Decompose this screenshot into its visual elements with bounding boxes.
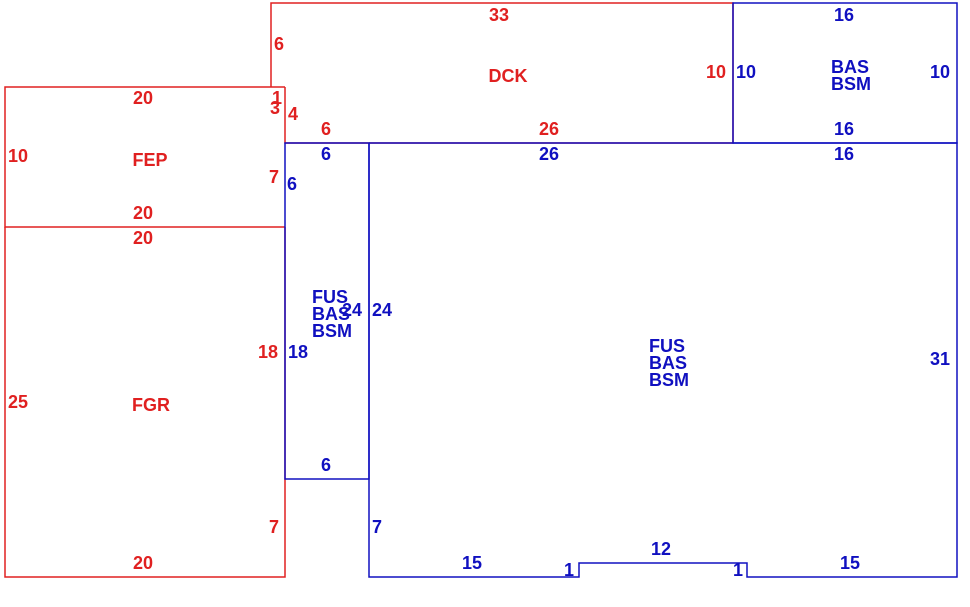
dim-fus-small-top: 6 xyxy=(321,144,331,164)
area-code-fgr: FGR xyxy=(132,395,170,415)
area-code-fep: FEP xyxy=(132,150,167,170)
area-code-fus-main-3: BSM xyxy=(649,370,689,390)
dim-bas-top: 16 xyxy=(834,5,854,25)
dim-fep-right: 7 xyxy=(269,167,279,187)
area-code-dck: DCK xyxy=(489,66,528,86)
dim-fus-small-right: 24 xyxy=(372,300,392,320)
dim-fgr-right-lower: 7 xyxy=(269,517,279,537)
dim-dck-left-upper: 6 xyxy=(274,34,284,54)
dim-main-left-lower: 7 xyxy=(372,517,382,537)
dim-dck-top: 33 xyxy=(489,5,509,25)
dim-fep-top: 20 xyxy=(133,88,153,108)
dim-fus-small-inner: 24 xyxy=(342,300,362,320)
dim-fgr-left: 25 xyxy=(8,392,28,412)
dim-fus-small-bottom: 6 xyxy=(321,455,331,475)
dim-bas-bottom: 16 xyxy=(834,119,854,139)
area-code-fus-main-2: BAS xyxy=(649,353,687,373)
dim-main-notch-left: 1 xyxy=(564,560,574,580)
dim-main-top: 26 xyxy=(539,144,559,164)
dim-main-bottom-right: 15 xyxy=(840,553,860,573)
dim-fep-left: 10 xyxy=(8,146,28,166)
area-code-fus-main-1: FUS xyxy=(649,336,685,356)
area-code-fus-small-1: FUS xyxy=(312,287,348,307)
dim-main-notch: 12 xyxy=(651,539,671,559)
dim-dck-bottom-left: 6 xyxy=(321,119,331,139)
dim-dck-left-mid: 1 xyxy=(272,88,282,108)
dim-main-right: 31 xyxy=(930,349,950,369)
fep-outline xyxy=(4,86,285,228)
dim-fep-bottom: 20 xyxy=(133,203,153,223)
dim-bas-left: 10 xyxy=(736,62,756,82)
dim-fgr-bottom: 20 xyxy=(133,553,153,573)
area-code-fus-small-3: BSM xyxy=(312,321,352,341)
dim-dck-left-lower: 4 xyxy=(288,104,298,124)
blue-labels: BAS BSM 16 10 10 16 FUS BAS BSM 6 6 18 2… xyxy=(287,5,950,580)
dim-dck-bottom: 26 xyxy=(539,119,559,139)
dim-bas-right: 10 xyxy=(930,62,950,82)
dim-main-top-right: 16 xyxy=(834,144,854,164)
dim-fus-small-left-lower: 18 xyxy=(288,342,308,362)
dim-main-bottom-left: 15 xyxy=(462,553,482,573)
area-code-bas-top: BAS xyxy=(831,57,869,77)
dim-dck-right: 10 xyxy=(706,62,726,82)
blue-outlines xyxy=(284,2,958,578)
dim-fep-right-top: 3 xyxy=(270,98,280,118)
dim-fgr-right-upper: 18 xyxy=(258,342,278,362)
dim-fus-small-left: 6 xyxy=(287,174,297,194)
dim-main-notch-right: 1 xyxy=(733,560,743,580)
dim-fgr-top: 20 xyxy=(133,228,153,248)
area-code-fus-small-2: BAS xyxy=(312,304,350,324)
red-labels: DCK FEP FGR 33 6 1 4 10 6 26 20 10 3 7 2… xyxy=(8,5,726,573)
area-code-bsm-top: BSM xyxy=(831,74,871,94)
fus-main-outline xyxy=(368,142,958,578)
